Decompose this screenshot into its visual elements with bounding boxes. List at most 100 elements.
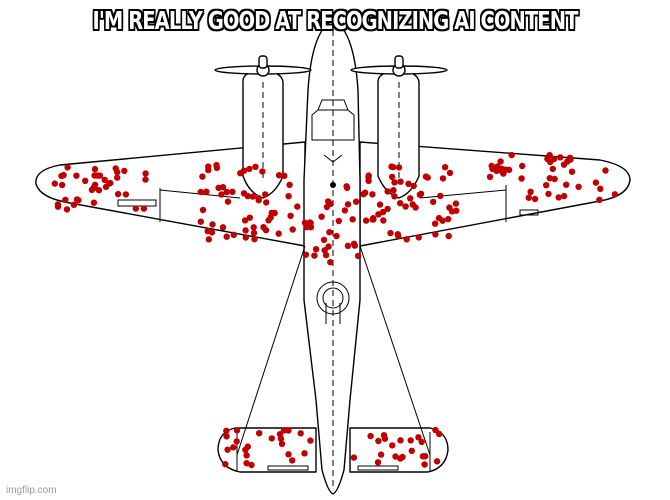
bullet-hole-icon bbox=[431, 220, 439, 227]
bullet-hole-icon bbox=[370, 215, 377, 222]
bullet-hole-icon bbox=[408, 447, 415, 454]
bullet-hole-icon bbox=[397, 455, 404, 462]
bullet-hole-icon bbox=[445, 232, 452, 240]
bullet-hole-icon bbox=[219, 224, 227, 231]
bullet-hole-icon bbox=[335, 217, 342, 225]
bullet-hole-icon bbox=[360, 191, 367, 198]
bullet-hole-icon bbox=[285, 427, 292, 434]
bullet-hole-icon bbox=[289, 226, 296, 233]
bullet-hole-icon bbox=[367, 432, 374, 440]
bullet-hole-icon bbox=[276, 431, 284, 438]
bullet-hole-icon bbox=[246, 165, 253, 173]
bullet-hole-icon bbox=[93, 172, 101, 179]
bullet-hole-icon bbox=[233, 438, 240, 445]
bullet-hole-icon bbox=[58, 181, 66, 189]
bullet-hole-icon bbox=[259, 168, 266, 175]
bullet-hole-icon bbox=[275, 230, 282, 237]
bullet-hole-icon bbox=[488, 162, 495, 170]
bullet-hole-icon bbox=[497, 158, 504, 165]
bullet-hole-icon bbox=[208, 229, 216, 236]
bullet-hole-icon bbox=[527, 188, 534, 195]
bullet-hole-icon bbox=[389, 163, 397, 171]
bullet-hole-icon bbox=[286, 181, 293, 188]
bullet-hole-icon bbox=[453, 207, 460, 214]
bullet-hole-icon bbox=[407, 437, 414, 444]
bullet-hole-icon bbox=[307, 437, 314, 444]
bullet-hole-icon bbox=[268, 435, 275, 442]
bullet-hole-icon bbox=[353, 198, 360, 205]
bullet-hole-icon bbox=[418, 438, 425, 446]
bullet-hole-icon bbox=[395, 164, 403, 171]
bullet-hole-icon bbox=[494, 163, 501, 170]
bullet-hole-icon bbox=[375, 437, 382, 445]
bullet-hole-icon bbox=[415, 234, 422, 241]
bullet-hole-icon bbox=[402, 203, 409, 210]
bullet-hole-icon bbox=[379, 208, 387, 216]
bullet-hole-icon bbox=[350, 454, 358, 461]
bullet-hole-icon bbox=[218, 191, 225, 198]
bullet-hole-icon bbox=[101, 176, 108, 184]
bullet-hole-icon bbox=[409, 201, 416, 208]
bullet-hole-icon bbox=[297, 430, 304, 437]
bullet-hole-icon bbox=[354, 252, 362, 260]
bullet-hole-icon bbox=[387, 229, 394, 237]
bullet-hole-icon bbox=[251, 236, 258, 243]
bullet-hole-icon bbox=[262, 191, 269, 198]
bullet-hole-icon bbox=[256, 430, 263, 437]
bullet-hole-icon bbox=[222, 461, 229, 468]
bullet-hole-icon bbox=[486, 173, 494, 181]
bullet-hole-icon bbox=[384, 188, 391, 195]
bullet-hole-icon bbox=[223, 427, 230, 434]
bullet-hole-icon bbox=[223, 188, 230, 196]
bullet-hole-icon bbox=[388, 173, 396, 181]
bullet-hole-icon bbox=[596, 196, 603, 203]
bullet-hole-icon bbox=[230, 444, 237, 451]
bullet-hole-icon bbox=[107, 179, 114, 187]
bullet-hole-icon bbox=[592, 179, 600, 186]
bullet-hole-icon bbox=[60, 171, 67, 179]
bullet-hole-icon bbox=[550, 156, 558, 163]
bullet-hole-icon bbox=[250, 224, 257, 231]
bullet-hole-icon bbox=[377, 451, 385, 458]
bullet-hole-icon bbox=[102, 183, 110, 191]
bullet-hole-icon bbox=[224, 446, 231, 453]
bullet-hole-icon bbox=[285, 451, 292, 458]
bullet-hole-icon bbox=[240, 190, 248, 197]
bullet-hole-icon bbox=[555, 194, 562, 201]
bullet-hole-icon bbox=[114, 168, 121, 176]
bullet-hole-icon bbox=[543, 182, 550, 189]
bullet-hole-icon bbox=[327, 259, 334, 266]
bullet-hole-icon bbox=[142, 170, 149, 177]
bullet-hole-icon bbox=[551, 175, 558, 183]
bullet-hole-icon bbox=[205, 166, 212, 174]
bullet-hole-icon bbox=[531, 195, 539, 203]
bullet-hole-icon bbox=[519, 162, 526, 170]
bullet-hole-icon bbox=[241, 217, 249, 224]
bullet-hole-icon bbox=[95, 187, 103, 194]
bullet-hole-icon bbox=[250, 229, 258, 237]
bullet-hole-icon bbox=[229, 188, 236, 195]
bullet-hole-icon bbox=[407, 195, 414, 202]
bullet-hole-icon bbox=[437, 192, 444, 200]
bullet-hole-icon bbox=[441, 164, 449, 171]
bullet-hole-icon bbox=[275, 172, 283, 179]
bullet-hole-icon bbox=[252, 163, 259, 170]
bullet-hole-icon bbox=[436, 430, 443, 438]
bullet-hole-icon bbox=[323, 203, 331, 211]
bullet-hole-icon bbox=[140, 205, 148, 212]
bullet-hole-icon bbox=[73, 196, 81, 203]
bullet-hole-icon bbox=[114, 174, 121, 181]
bullet-hole-icon bbox=[392, 453, 399, 460]
main-wing-right bbox=[359, 141, 631, 247]
bullet-hole-icon bbox=[82, 177, 89, 184]
bullet-hole-icon bbox=[215, 184, 222, 191]
bullet-hole-icon bbox=[389, 442, 396, 449]
bullet-hole-icon bbox=[452, 200, 460, 207]
bullet-hole-icon bbox=[203, 188, 210, 195]
bullet-hole-icon bbox=[311, 252, 318, 259]
bullet-hole-icon bbox=[432, 231, 439, 238]
bullet-hole-icon bbox=[397, 178, 404, 185]
bullet-hole-icon bbox=[549, 165, 556, 173]
bullet-hole-icon bbox=[205, 236, 213, 243]
bullet-hole-icon bbox=[525, 194, 532, 201]
